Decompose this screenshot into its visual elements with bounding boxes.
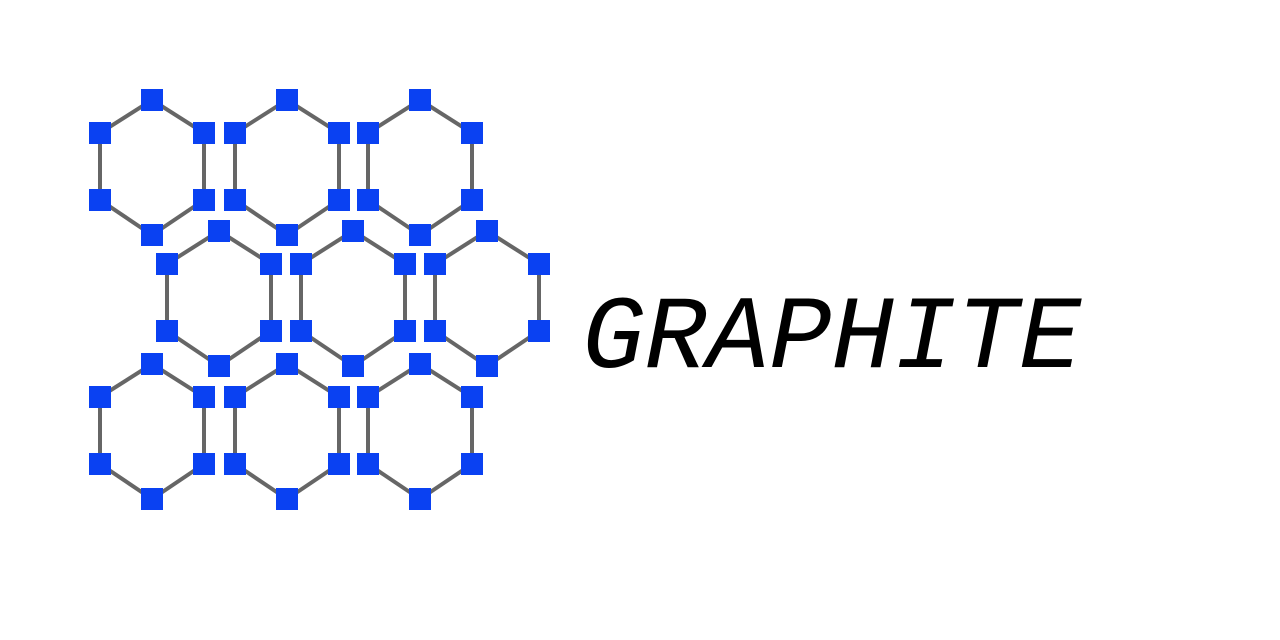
lattice-atom xyxy=(290,320,312,342)
lattice-atom xyxy=(193,453,215,475)
lattice-atom xyxy=(224,189,246,211)
lattice-atom xyxy=(394,253,416,275)
lattice-atom xyxy=(193,189,215,211)
lattice-atom xyxy=(461,453,483,475)
lattice-atom xyxy=(357,386,379,408)
lattice-atom xyxy=(208,355,230,377)
lattice-edges xyxy=(97,97,542,502)
lattice-atom xyxy=(424,253,446,275)
lattice-atom xyxy=(224,453,246,475)
lattice-atom xyxy=(342,220,364,242)
lattice-atom xyxy=(276,353,298,375)
lattice-atom xyxy=(357,453,379,475)
lattice-atom xyxy=(276,488,298,510)
lattice-atom xyxy=(394,320,416,342)
lattice-atom xyxy=(276,224,298,246)
lattice-nodes xyxy=(89,89,550,510)
lattice-atom xyxy=(461,122,483,144)
lattice-atom xyxy=(461,189,483,211)
lattice-atom xyxy=(156,320,178,342)
lattice-atom xyxy=(224,122,246,144)
lattice-atom xyxy=(328,453,350,475)
lattice-atom xyxy=(328,122,350,144)
lattice-atom xyxy=(208,220,230,242)
lattice-atom xyxy=(476,355,498,377)
lattice-atom xyxy=(260,320,282,342)
lattice-atom xyxy=(342,355,364,377)
lattice-atom xyxy=(357,189,379,211)
lattice-atom xyxy=(260,253,282,275)
lattice-atom xyxy=(476,220,498,242)
lattice-atom xyxy=(409,488,431,510)
lattice-atom xyxy=(409,224,431,246)
lattice-atom xyxy=(224,386,246,408)
lattice-atom xyxy=(409,89,431,111)
lattice-atom xyxy=(357,122,379,144)
lattice-atom xyxy=(193,386,215,408)
lattice-atom xyxy=(141,224,163,246)
lattice-atom xyxy=(89,386,111,408)
lattice-atom xyxy=(89,453,111,475)
lattice-atom xyxy=(409,353,431,375)
lattice-atom xyxy=(528,253,550,275)
lattice-atom xyxy=(89,122,111,144)
lattice-atom xyxy=(141,488,163,510)
lattice-atom xyxy=(156,253,178,275)
lattice-atom xyxy=(193,122,215,144)
lattice-atom xyxy=(424,320,446,342)
lattice-atom xyxy=(328,189,350,211)
lattice-atom xyxy=(141,89,163,111)
wordmark-text: GRAPHITE xyxy=(582,281,1082,399)
lattice-atom xyxy=(461,386,483,408)
lattice-atom xyxy=(89,189,111,211)
lattice-atom xyxy=(528,320,550,342)
lattice-atom xyxy=(276,89,298,111)
lattice-atom xyxy=(328,386,350,408)
lattice-atom xyxy=(290,253,312,275)
lattice-atom xyxy=(141,353,163,375)
